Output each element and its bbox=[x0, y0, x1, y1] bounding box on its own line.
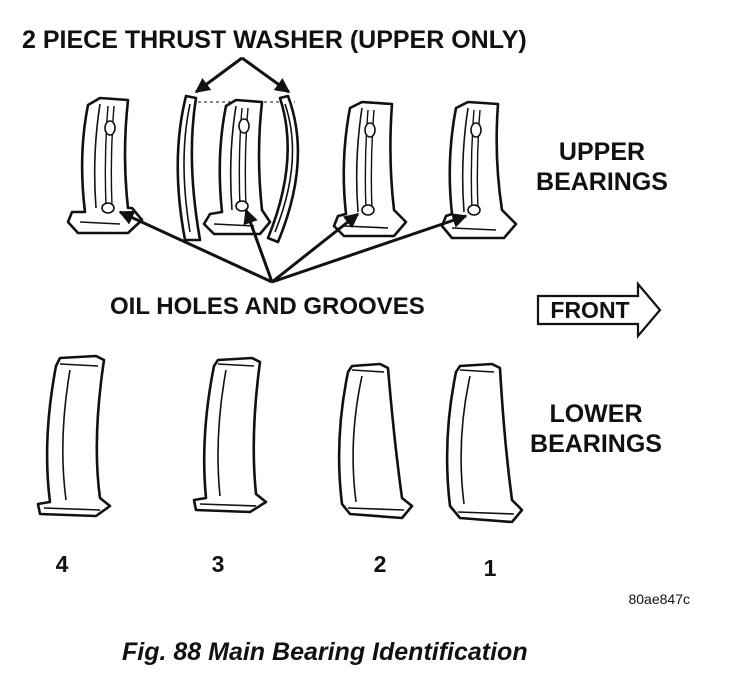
lower-bearing-3 bbox=[192, 356, 268, 514]
lower-bearing-4 bbox=[36, 354, 112, 518]
oil-arrow-bearing-4 bbox=[118, 210, 273, 284]
thrust-washer-label: 2 PIECE THRUST WASHER (UPPER ONLY) bbox=[22, 26, 527, 54]
thrust-washer-right-half bbox=[266, 94, 300, 244]
lower-bearings-label-line1: LOWER bbox=[549, 400, 642, 428]
thrust-arrow-left bbox=[194, 56, 243, 94]
upper-bearing-1 bbox=[440, 100, 518, 240]
front-arrow bbox=[536, 280, 662, 340]
oil-holes-label: OIL HOLES AND GROOVES bbox=[110, 293, 425, 320]
oil-arrow-bearing-2 bbox=[271, 212, 360, 284]
upper-bearings-label-line2: BEARINGS bbox=[536, 168, 668, 196]
bearing-number-2: 2 bbox=[374, 551, 387, 577]
upper-bearing-2 bbox=[332, 100, 408, 238]
image-code: 80ae847c bbox=[628, 591, 690, 607]
lower-bearing-2 bbox=[337, 362, 414, 520]
oil-arrow-bearing-1 bbox=[271, 213, 468, 284]
bearing-number-4: 4 bbox=[56, 551, 69, 577]
lower-bearings-label-line2: BEARINGS bbox=[530, 430, 662, 458]
front-label: FRONT bbox=[550, 297, 629, 323]
upper-bearing-3 bbox=[202, 98, 272, 236]
upper-bearings-label-line1: UPPER bbox=[559, 138, 645, 166]
upper-bearing-4 bbox=[66, 96, 144, 235]
thrust-washer-left-half bbox=[176, 94, 202, 242]
lower-bearing-1 bbox=[445, 362, 524, 524]
figure-caption: Fig. 88 Main Bearing Identification bbox=[122, 638, 528, 666]
bearing-number-1: 1 bbox=[484, 555, 497, 581]
thrust-arrow-right bbox=[241, 56, 291, 94]
oil-arrow-bearing-3 bbox=[243, 208, 274, 283]
bearing-number-3: 3 bbox=[212, 551, 225, 577]
